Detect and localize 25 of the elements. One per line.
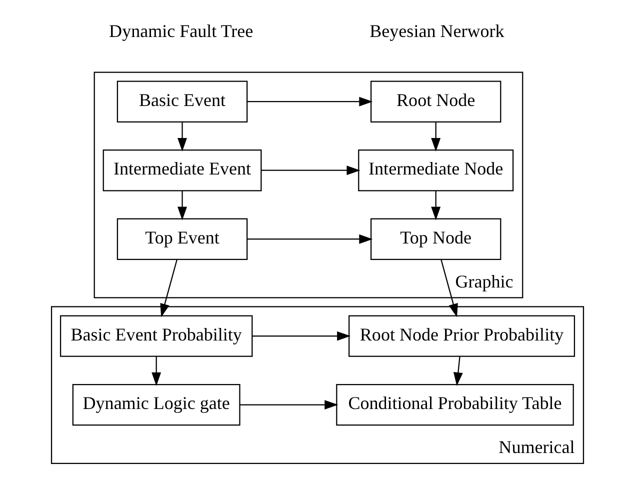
arrow bbox=[151, 356, 161, 386]
label: Beyesian Nerwork bbox=[369, 21, 504, 42]
node-box: Dynamic Logic gate bbox=[72, 384, 240, 426]
node-box: Basic Event bbox=[116, 80, 248, 122]
arrow bbox=[430, 190, 440, 220]
arrow bbox=[246, 234, 372, 244]
arrow bbox=[440, 260, 458, 318]
node-box: Intermediate Event bbox=[102, 150, 262, 192]
node-box: Top Event bbox=[116, 218, 248, 260]
arrow bbox=[252, 331, 350, 341]
label: Dynamic Fault Tree bbox=[108, 21, 253, 42]
node-box: Top Node bbox=[370, 218, 501, 260]
node-box: Root Node bbox=[370, 80, 501, 122]
node-box: Root Node Prior Probability bbox=[348, 315, 575, 357]
arrow bbox=[261, 166, 360, 176]
arrow bbox=[452, 356, 462, 386]
arrow bbox=[177, 190, 186, 220]
arrow bbox=[430, 122, 440, 152]
node-box: Intermediate Node bbox=[358, 150, 514, 192]
node-box: Conditional Probability Table bbox=[336, 384, 574, 426]
arrow bbox=[246, 96, 372, 106]
arrow bbox=[160, 260, 177, 318]
node-box: Basic Event Probability bbox=[59, 315, 252, 357]
arrow bbox=[239, 400, 338, 410]
arrow bbox=[177, 122, 186, 152]
